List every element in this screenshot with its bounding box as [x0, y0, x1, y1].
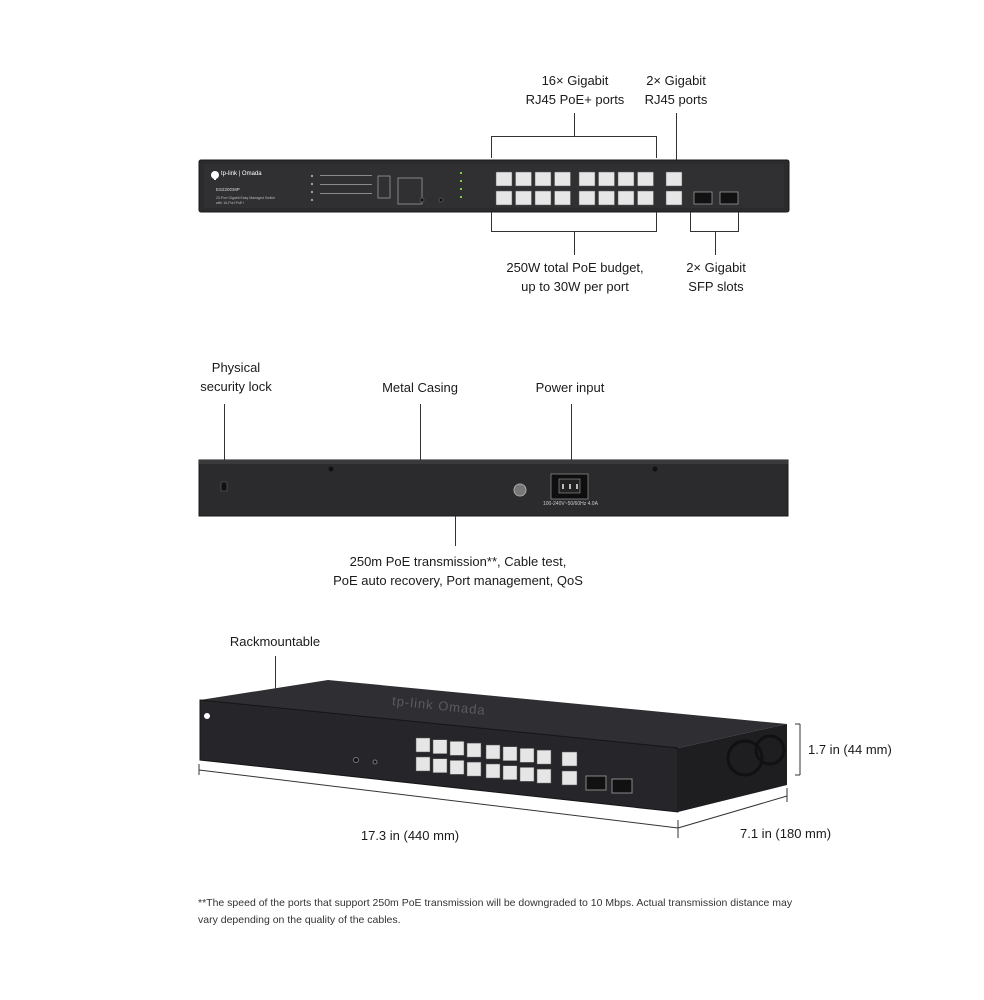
callout-metal-casing: Metal Casing: [382, 380, 458, 395]
rj45-poe-port: [578, 171, 596, 187]
iso-rj45-poe-port: [502, 765, 518, 780]
iso-rj45-poe-port: [536, 768, 552, 784]
rj45-poe-port: [534, 171, 552, 187]
rj45-poe-port: [534, 190, 552, 206]
callout-poe-budget: 250W total PoE budget, up to 30W per por…: [506, 260, 644, 294]
dimension-width: 17.3 in (440 mm): [360, 828, 460, 843]
rj45-port: [665, 171, 683, 187]
iso-rj45-poe-port: [415, 737, 431, 753]
rj45-poe-port: [637, 171, 654, 187]
mode-button: [419, 197, 425, 203]
iso-rj45-poe-port: [519, 767, 535, 782]
leader-line-sfp: [715, 231, 716, 255]
rj45-poe-port: [617, 171, 635, 187]
iso-rj45-port: [561, 751, 578, 767]
iso-top-face: [200, 680, 787, 748]
iso-rj45-poe-port: [415, 756, 431, 772]
iso-rj45-poe-port: [432, 758, 448, 773]
iso-sfp-1: [585, 775, 607, 791]
rj45-poe-port: [515, 190, 532, 206]
rj45-poe-port: [598, 171, 615, 187]
leader-line-casing: [420, 404, 421, 461]
iso-rj45-poe-port: [449, 741, 465, 756]
iso-rj45-poe-port: [536, 749, 552, 765]
iso-rj45-poe-port: [485, 744, 501, 760]
iso-rj45-poe-port: [466, 742, 482, 758]
sfp-slot-2: [719, 191, 739, 205]
callout-sfp-slots: 2× Gigabit SFP slots: [686, 260, 746, 294]
iso-rj45-poe-port: [432, 739, 448, 754]
rj45-poe-port: [617, 190, 635, 206]
tplink-logo-icon: [211, 171, 219, 179]
iso-rj45-poe-port: [485, 763, 501, 779]
power-socket: [550, 473, 589, 500]
rj45-poe-port: [637, 190, 654, 206]
iso-rj45-poe-port: [449, 760, 465, 775]
rj45-poe-port: [495, 171, 513, 187]
iso-rj45-poe-port: [519, 748, 535, 763]
leader-line-features: [455, 516, 456, 546]
bracket-poe-ports-top: [491, 136, 657, 158]
bracket-poe-ports-bottom: [491, 212, 657, 232]
rj45-port: [665, 190, 683, 206]
front-chassis: [198, 159, 790, 213]
iso-rj45-port: [561, 770, 578, 786]
rj45-poe-port: [495, 190, 513, 206]
sfp-slot-1: [693, 191, 713, 205]
bracket-sfp-bottom: [690, 212, 739, 232]
rj45-poe-port-grid: [495, 171, 683, 206]
rj45-poe-port: [554, 171, 571, 187]
leader-line-poe-budget: [574, 231, 575, 255]
front-model: ES220GMP: [216, 187, 240, 192]
footnote: **The speed of the ports that support 25…: [198, 897, 793, 926]
leader-line-power: [571, 404, 572, 480]
rj45-poe-port: [515, 171, 532, 187]
front-brand: tp-link | Omada: [221, 171, 262, 177]
leader-line-poe-ports: [574, 113, 575, 137]
iso-front-face: [199, 699, 679, 813]
dimension-height: 1.7 in (44 mm): [808, 742, 892, 757]
leader-line-rj45-ports: [676, 113, 677, 161]
iso-top-logo: tp-link Omada: [391, 693, 487, 718]
callout-power-input: Power input: [535, 380, 605, 395]
callout-features: 250m PoE transmission**, Cable test, PoE…: [333, 554, 583, 588]
iso-rj45-poe-port: [466, 761, 482, 777]
fan-vent-2: [754, 734, 786, 766]
rj45-poe-port: [578, 190, 596, 206]
reset-button: [438, 197, 444, 203]
leader-line-rack: [275, 656, 276, 694]
leader-line-lock: [224, 404, 225, 488]
front-description: 20-Port Gigabit Easy Managed Switch with…: [216, 196, 276, 205]
callout-rackmountable: Rackmountable: [229, 634, 321, 649]
dimension-depth: 7.1 in (180 mm): [740, 826, 832, 841]
callout-rj45-poe-ports: 16× Gigabit RJ45 PoE+ ports: [525, 73, 625, 107]
iso-rj45-poe-port: [502, 746, 518, 761]
callout-security-lock: Physical security lock: [200, 360, 272, 394]
mode-switch-box: [377, 175, 391, 199]
iso-sfp-2: [611, 778, 633, 794]
rj45-poe-port: [598, 190, 615, 206]
iso-side-face: [678, 724, 787, 812]
rj45-poe-port: [554, 190, 571, 206]
callout-rj45-ports: 2× Gigabit RJ45 ports: [644, 73, 708, 107]
power-rating: 100-240V~50/60Hz 4.0A: [543, 501, 598, 507]
rear-chassis: [198, 459, 789, 517]
ground-screw-icon: [513, 483, 527, 497]
fan-vent-1: [726, 739, 764, 777]
